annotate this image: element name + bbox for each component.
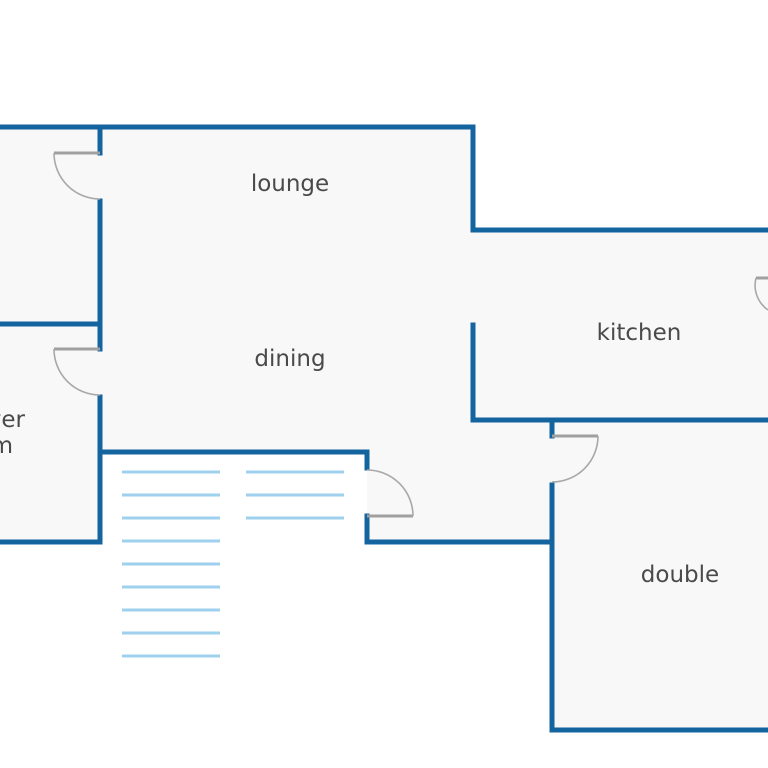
double-room-wall-lower bbox=[549, 482, 768, 733]
room-label-shower-line2: m bbox=[0, 433, 13, 459]
room-label-shower-line1: ver bbox=[0, 407, 26, 433]
walls bbox=[0, 124, 768, 733]
door-swing bbox=[754, 277, 768, 311]
left-room-door bbox=[53, 151, 101, 200]
shower-room-door bbox=[53, 347, 101, 396]
outer-wall-top bbox=[0, 124, 768, 233]
kitchen-door bbox=[754, 276, 768, 311]
room-label-lounge: lounge bbox=[251, 171, 329, 197]
door-swing bbox=[53, 152, 101, 200]
room-label-dining: dining bbox=[254, 346, 325, 372]
door-swing bbox=[366, 469, 414, 517]
door-swing bbox=[53, 348, 101, 396]
double-bedroom-floor bbox=[552, 420, 768, 730]
stairwell-wall bbox=[97, 449, 370, 471]
shower-room-floor bbox=[0, 324, 100, 542]
room-label-double: double bbox=[641, 562, 719, 588]
double-room-door bbox=[551, 434, 599, 483]
door-swing bbox=[551, 435, 599, 483]
room-label-kitchen: kitchen bbox=[597, 320, 682, 346]
doors bbox=[53, 151, 768, 518]
staircase bbox=[122, 470, 344, 658]
dining-bottom-wall bbox=[364, 513, 555, 545]
floor-fills bbox=[0, 127, 768, 730]
room-labels: lounge dining kitchen double ver m bbox=[0, 171, 719, 588]
stairwell-door bbox=[366, 469, 414, 518]
left-room-floor bbox=[0, 127, 100, 324]
